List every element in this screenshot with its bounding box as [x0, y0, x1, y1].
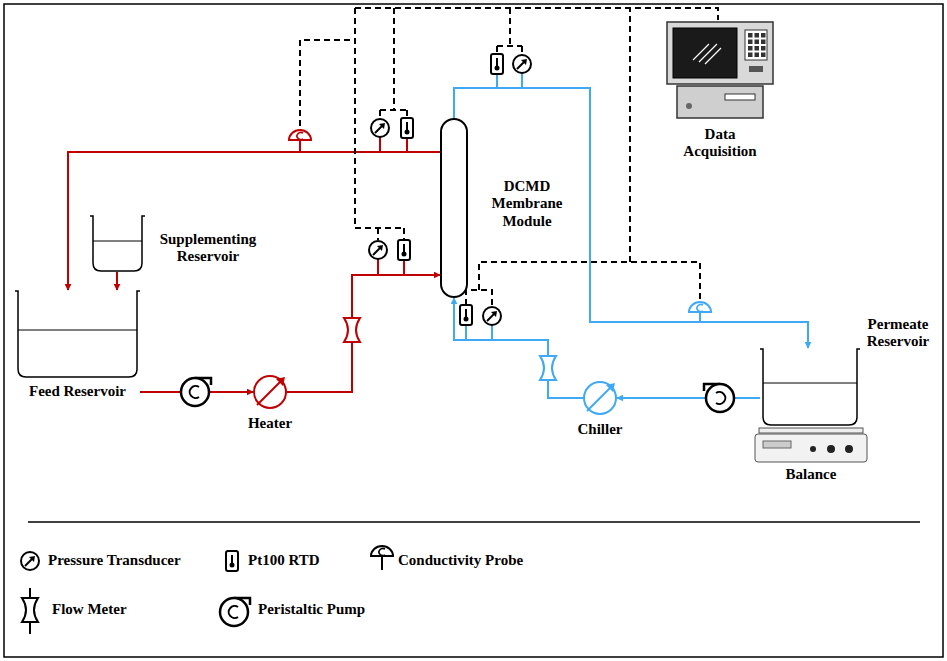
heater-shape: [253, 375, 287, 409]
peristaltic-pump: [704, 384, 734, 412]
legend-entry: Flow Meter: [52, 601, 127, 618]
legend-entry: Pressure Transducer: [48, 552, 181, 569]
flow-meter: [540, 356, 556, 380]
beaker-node: Feed Reservoir: [15, 290, 140, 378]
conductivity-probe: [689, 302, 711, 312]
beaker-node: Supplementing Reservoir: [90, 215, 145, 272]
liquid-level: [93, 241, 142, 242]
liquid-level: [763, 383, 857, 384]
conductivity-probe: [289, 130, 311, 140]
pressure-transducer: [369, 241, 387, 259]
capsule-node: DCMD Membrane Module: [440, 118, 468, 298]
computer-icon: [667, 22, 773, 118]
legend-entry: Pt100 RTD: [248, 552, 320, 569]
pipe-connector: [68, 152, 440, 290]
label-holder: Balance: [755, 466, 867, 483]
rtd-sensor: [491, 54, 503, 74]
legend-text: Pt100 RTD: [248, 552, 320, 569]
pressure-transducer: [513, 55, 531, 73]
label-holder: Heater: [240, 415, 300, 432]
node-label: Chiller: [570, 421, 630, 438]
beaker-shape: [760, 348, 860, 426]
pipe-connector: [116, 272, 118, 290]
label-holder: Supplementing Reservoir: [152, 231, 264, 266]
pipe-connector: [287, 275, 440, 392]
computer-shape: [665, 20, 775, 120]
pressure-transducer: [483, 307, 501, 325]
chiller-arrowhead: [606, 383, 615, 392]
beaker-shape: [90, 215, 145, 272]
peristaltic-pump: [181, 378, 211, 406]
liquid-level: [18, 330, 137, 331]
chiller-arrow: [587, 388, 610, 411]
chiller-node: Chiller: [583, 381, 617, 415]
legend-entry: Peristaltic Pump: [258, 601, 365, 618]
beaker-node: Permeate Reservoir: [760, 348, 860, 426]
pipe-connector: [454, 298, 583, 398]
beaker-outline: [760, 349, 860, 425]
legend-flowmeter-icon: [22, 588, 38, 634]
heater-arrowhead: [276, 377, 285, 386]
legend-text: Peristaltic Pump: [258, 601, 365, 618]
legend-text: Conductivity Probe: [398, 552, 523, 569]
legend-text: Flow Meter: [52, 601, 127, 618]
heater-arrow: [257, 382, 280, 405]
legend-conductivity-icon: [371, 546, 393, 570]
heater-circle: [254, 376, 286, 408]
pressure-transducer: [371, 119, 389, 137]
sensor-stems: [300, 73, 700, 340]
rtd-sensor: [398, 240, 410, 260]
flow-meter: [344, 318, 360, 342]
node-label: Feed Reservoir: [15, 383, 140, 400]
legend-separator: [28, 521, 920, 523]
label-holder: DCMD Membrane Module: [480, 178, 574, 230]
capsule-shape: [440, 118, 468, 298]
legend-pump-icon: [220, 598, 250, 626]
node-label: Permeate Reservoir: [862, 316, 934, 351]
legend-pressure-icon: [21, 552, 39, 570]
computer-node: Data Acquisition: [665, 20, 775, 120]
balance-shape: [755, 428, 867, 462]
rtd-sensor: [460, 305, 472, 325]
heater-node: Heater: [253, 375, 287, 409]
rtd-sensor: [401, 118, 413, 138]
membrane-module: [441, 119, 467, 297]
signal-wires: [300, 8, 718, 306]
label-holder: Chiller: [570, 421, 630, 438]
pipe-connector: [617, 397, 760, 399]
node-label: Balance: [755, 466, 867, 483]
beaker-outline: [15, 291, 140, 377]
node-label: Heater: [240, 415, 300, 432]
node-label: Data Acquisition: [673, 126, 767, 161]
label-holder: Data Acquisition: [673, 126, 767, 161]
node-label: Supplementing Reservoir: [152, 231, 264, 266]
legend-entry: Conductivity Probe: [398, 552, 523, 569]
balance-node: Balance: [755, 428, 867, 462]
beaker-shape: [15, 290, 140, 378]
frame: [4, 4, 943, 657]
beaker-outline: [90, 216, 145, 271]
legend-text: Pressure Transducer: [48, 552, 181, 569]
balance-icon: [755, 428, 867, 462]
chiller-shape: [583, 381, 617, 415]
chiller-circle: [584, 382, 616, 414]
label-holder: Feed Reservoir: [15, 383, 140, 400]
legend-rtd-icon: [226, 551, 238, 571]
node-label: DCMD Membrane Module: [480, 178, 574, 230]
label-holder: Permeate Reservoir: [862, 316, 934, 351]
